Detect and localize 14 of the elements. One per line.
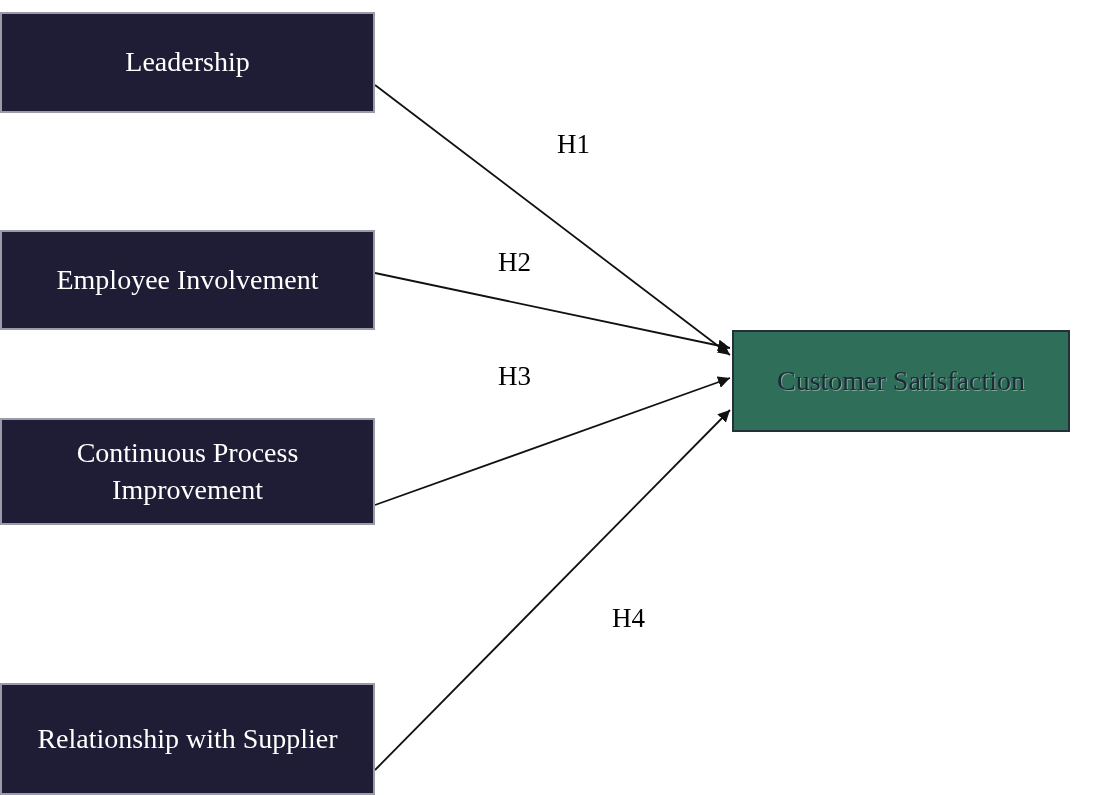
box-label: Continuous Process Improvement [75, 436, 300, 507]
box-label: Leadership [124, 45, 251, 80]
arrow [374, 376, 731, 506]
concept-box [732, 330, 1070, 432]
arrow [374, 272, 731, 352]
box-label: Customer Satisfaction [775, 363, 1027, 398]
box-label: Relationship with Supplier [36, 721, 339, 756]
box-label: Employee Involvement [55, 262, 320, 297]
concept-box [0, 683, 375, 795]
concept-box [0, 12, 375, 113]
concept-box [0, 230, 375, 330]
arrow [374, 409, 731, 771]
concept-box [0, 418, 375, 525]
arrow [374, 84, 731, 356]
